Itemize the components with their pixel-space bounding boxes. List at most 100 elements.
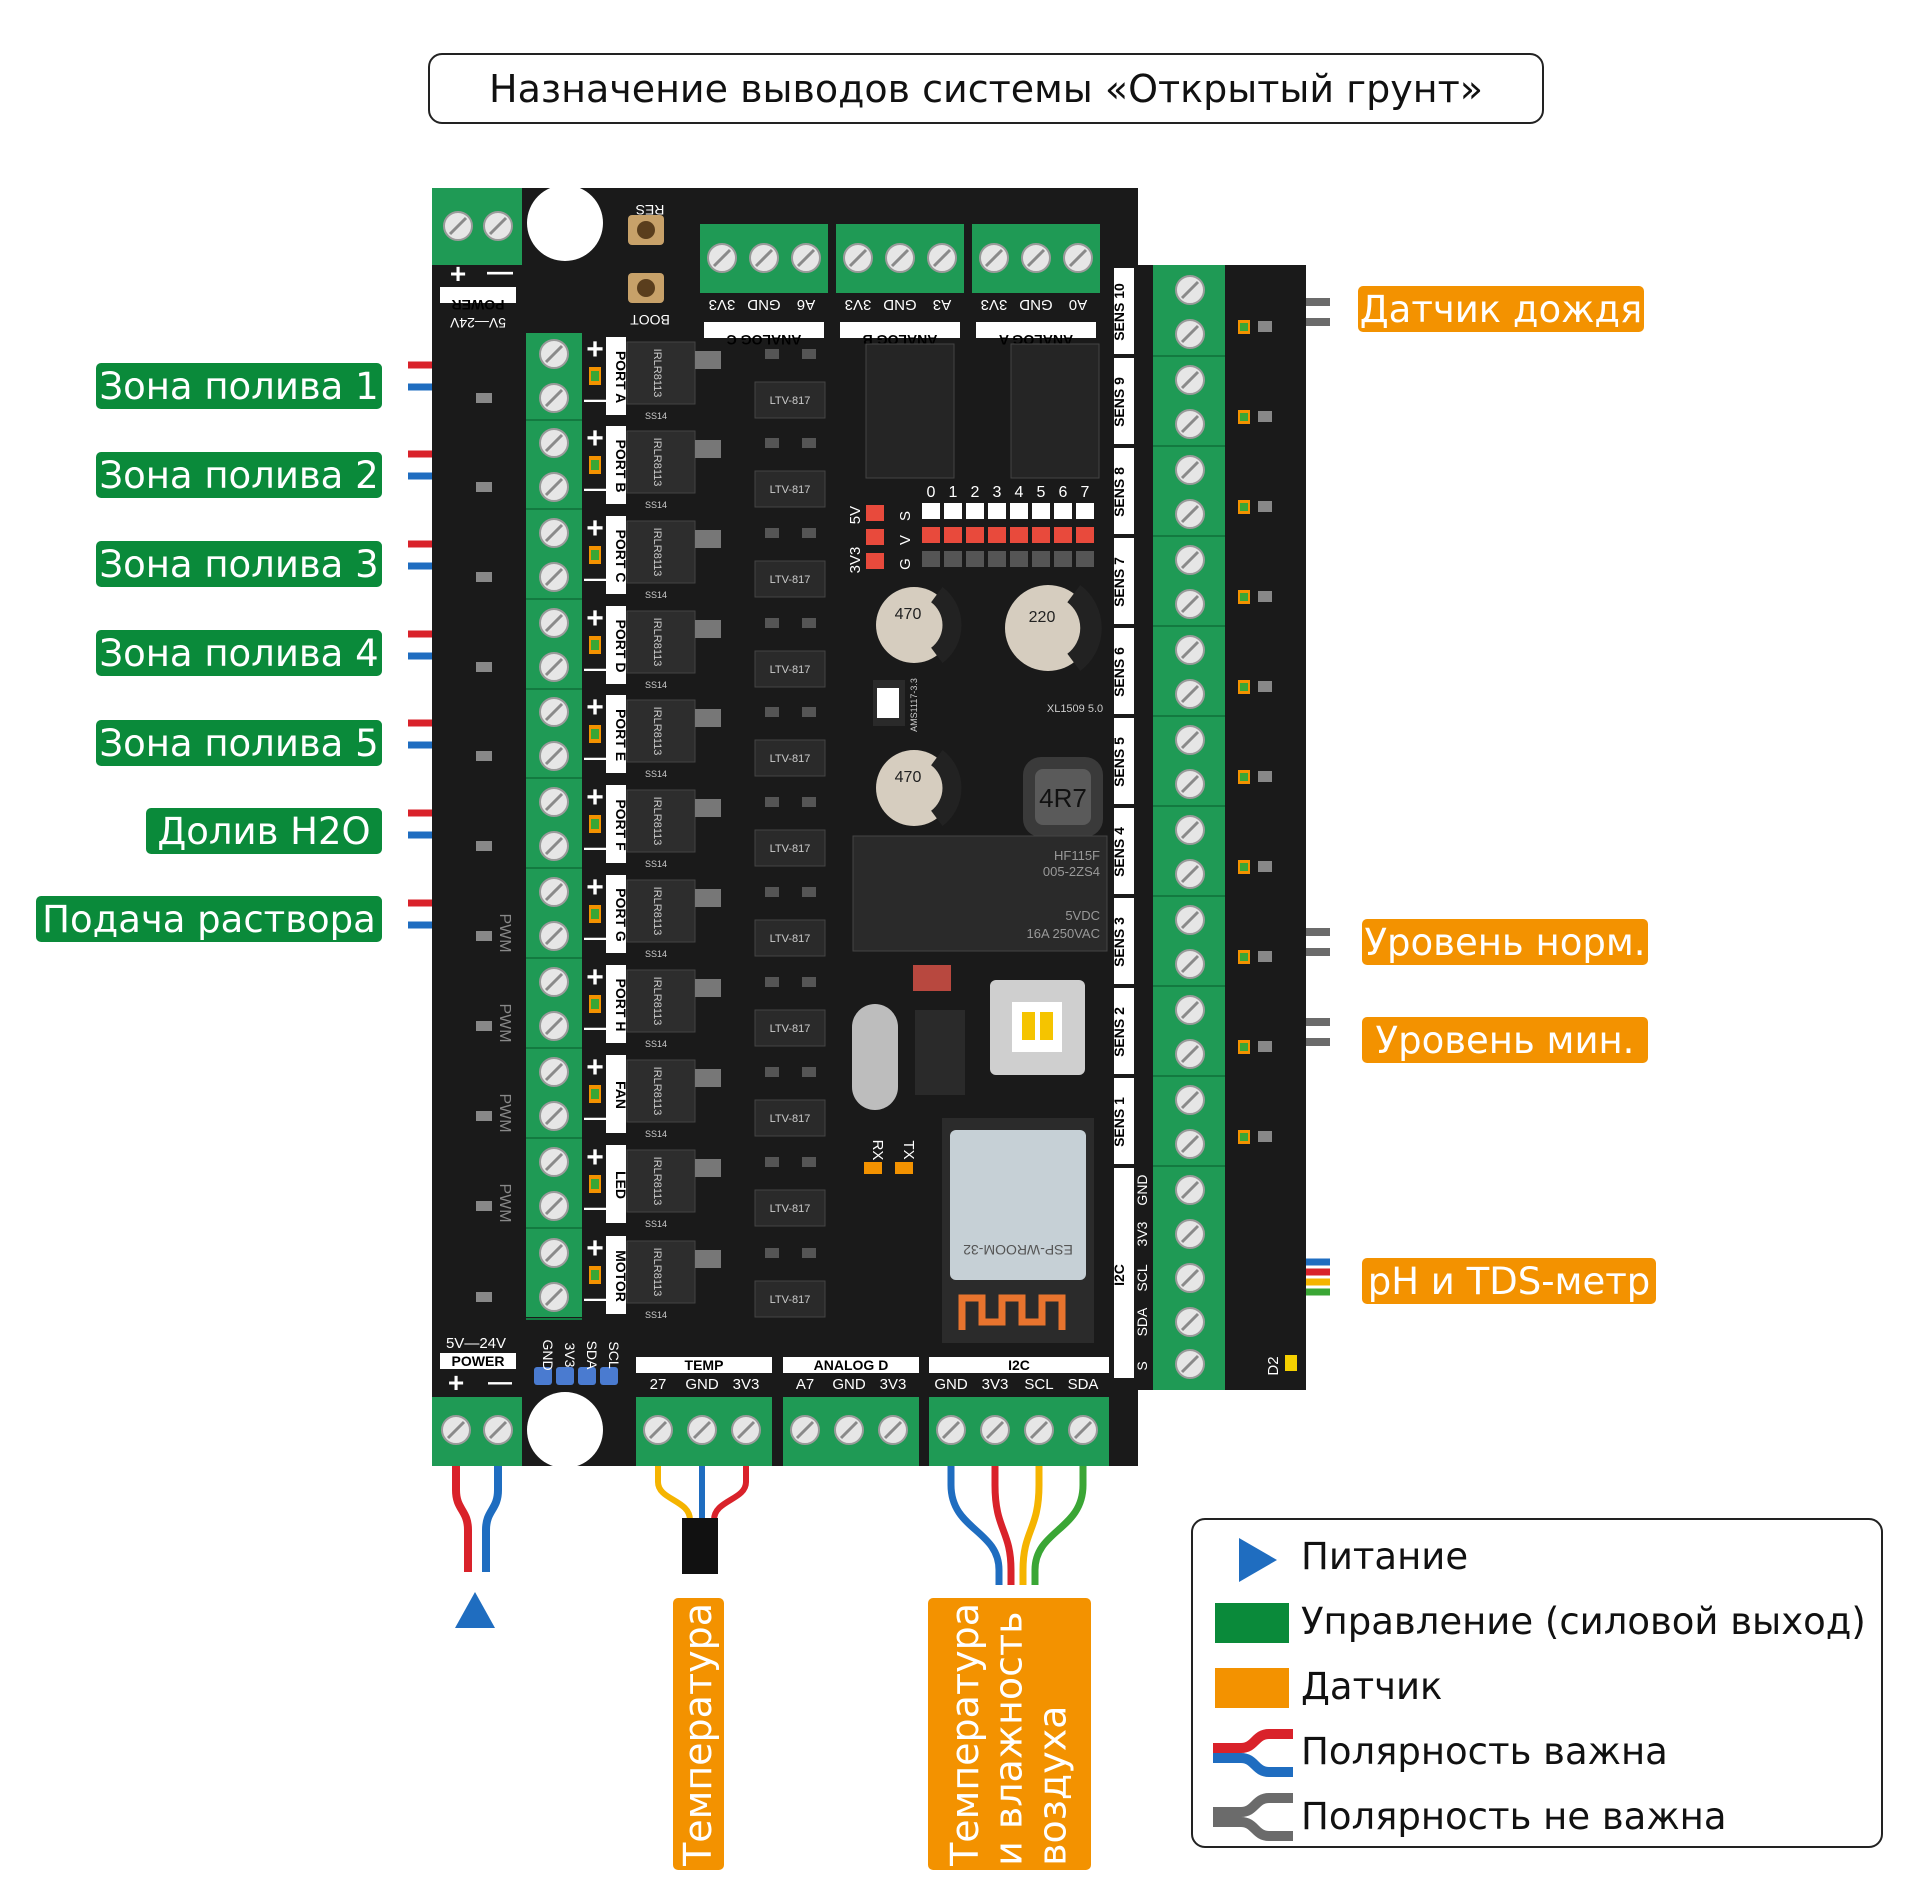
- header-pin: [534, 1367, 552, 1385]
- d2-label: D2: [1265, 1356, 1282, 1375]
- bottom-pin-label: SDA: [1068, 1376, 1099, 1393]
- legend-power: Питание: [1301, 1535, 1469, 1578]
- jumper-pin-g: [1076, 551, 1094, 567]
- jumper-pin-g: [1010, 551, 1028, 567]
- diode-label: SS14: [645, 680, 667, 690]
- label-air-temp-humidity: Температура и влажность воздуха: [928, 1598, 1091, 1870]
- crystal: [852, 1004, 898, 1110]
- mosfet-chip: [626, 789, 696, 853]
- bottom-conn-name: TEMP: [685, 1357, 724, 1373]
- jumper-col-label: 7: [1081, 484, 1090, 501]
- i2c-right-pin: SDA: [1134, 1307, 1150, 1336]
- capacitor: [876, 587, 952, 663]
- port-name: MOTOR: [613, 1250, 629, 1302]
- page-title: Назначение выводов системы «Открытый гру…: [428, 53, 1544, 124]
- opto-label: LTV-817: [770, 574, 811, 586]
- jumper-row-s: S: [897, 511, 914, 521]
- port-minus: —: [584, 745, 606, 770]
- legend: Питание Управление (силовой выход) Датчи…: [1191, 1518, 1883, 1848]
- port-plus: +: [586, 422, 604, 455]
- opto-label: LTV-817: [770, 1113, 811, 1125]
- mosfet-chip: [626, 610, 696, 674]
- jumper-col-label: 3: [993, 484, 1002, 501]
- esp-module-label: ESP-WROOM-32: [963, 1242, 1073, 1258]
- power-label-bottom: POWER: [452, 1353, 505, 1369]
- jumper-row-v: V: [897, 535, 914, 545]
- sens-label: SENS 8: [1111, 467, 1127, 517]
- jumper-pin-s: [944, 503, 962, 519]
- sens-label: SENS 9: [1111, 377, 1127, 427]
- opto-label: LTV-817: [770, 395, 811, 407]
- rx-label: RX: [869, 1140, 886, 1161]
- diode-label: SS14: [645, 1129, 667, 1139]
- jumper-side-pin: [866, 529, 884, 545]
- port-plus: +: [586, 781, 604, 814]
- sens-label: SENS 2: [1111, 1007, 1127, 1057]
- port-minus: —: [584, 566, 606, 591]
- label-zone-1: Зона полива 1: [96, 363, 382, 409]
- power-arrow-icon: [1239, 1538, 1277, 1582]
- power-plus-bottom: +: [448, 1367, 464, 1398]
- jumper-pin-g: [1032, 551, 1050, 567]
- diode-label: SS14: [645, 949, 667, 959]
- port-name: PORT B: [613, 440, 629, 493]
- jumper-pin-v: [1076, 527, 1094, 543]
- opto-chip: [754, 650, 826, 688]
- opto-chip: [754, 470, 826, 508]
- opto-label: LTV-817: [770, 1294, 811, 1306]
- antenna-icon: [958, 1294, 1066, 1330]
- temp-sensor-probe: [682, 1518, 718, 1574]
- port-plus: +: [586, 871, 604, 904]
- opto-label: LTV-817: [770, 664, 811, 676]
- tx-led: [895, 1162, 913, 1174]
- opto-label: LTV-817: [770, 484, 811, 496]
- jumper-pin-v: [1054, 527, 1072, 543]
- mosfet-label: IRLR8113: [651, 1157, 663, 1206]
- sens-label: SENS 1: [1111, 1097, 1127, 1147]
- diode-label: SS14: [645, 500, 667, 510]
- pwm-label: PWM: [496, 1183, 513, 1222]
- opto-chip: [754, 381, 826, 419]
- power-label: POWER: [452, 297, 505, 313]
- legend-polarity-not-matter: Полярность не важна: [1301, 1795, 1727, 1838]
- jumper-row-g: G: [897, 558, 914, 570]
- mosfet-chip: [626, 969, 696, 1033]
- opto-chip: [754, 1099, 826, 1137]
- legend-control: Управление (силовой выход): [1301, 1600, 1866, 1643]
- mosfet-label: IRLR8113: [651, 887, 663, 936]
- analog-pin-label: 3V3: [845, 296, 872, 313]
- legend-polarity-matters: Полярность важна: [1301, 1730, 1668, 1773]
- diode-label: SS14: [645, 859, 667, 869]
- analog-name: ANALOG C: [727, 332, 802, 348]
- sens-label: SENS 3: [1111, 917, 1127, 967]
- port-plus: +: [586, 602, 604, 635]
- port-name: PORT C: [613, 530, 629, 583]
- bottom-pin-label: 3V3: [880, 1376, 907, 1393]
- power-voltage: 5V—24V: [449, 315, 506, 331]
- bottom-pin-label: 27: [650, 1376, 667, 1393]
- legend-sensor: Датчик: [1301, 1665, 1443, 1708]
- bottom-pin-label: GND: [934, 1376, 968, 1393]
- mosfet-chip: [626, 879, 696, 943]
- jumper-pin-s: [1010, 503, 1028, 519]
- header-pin: [556, 1367, 574, 1385]
- jumper-col-label: 4: [1015, 484, 1024, 501]
- port-name: FAN: [613, 1081, 629, 1109]
- mosfet-chip: [626, 1240, 696, 1304]
- port-name: LED: [613, 1171, 629, 1199]
- port-plus: +: [586, 1051, 604, 1084]
- sens-label: SENS 5: [1111, 737, 1127, 787]
- jumper-pin-s: [922, 503, 940, 519]
- wire: [991, 1466, 1015, 1585]
- i2c-right-pin: SCL: [1134, 1264, 1150, 1291]
- port-name: PORT G: [613, 888, 629, 942]
- tx-label: TX: [900, 1140, 917, 1159]
- port-minus: —: [584, 1195, 606, 1220]
- capacitor: [876, 750, 952, 826]
- diode-label: SS14: [645, 590, 667, 600]
- opto-label: LTV-817: [770, 933, 811, 945]
- capacitor-label: 470: [895, 769, 922, 786]
- label-zone-2: Зона полива 2: [96, 452, 382, 498]
- port-plus: +: [586, 333, 604, 366]
- bottom-wires: [452, 1466, 1087, 1628]
